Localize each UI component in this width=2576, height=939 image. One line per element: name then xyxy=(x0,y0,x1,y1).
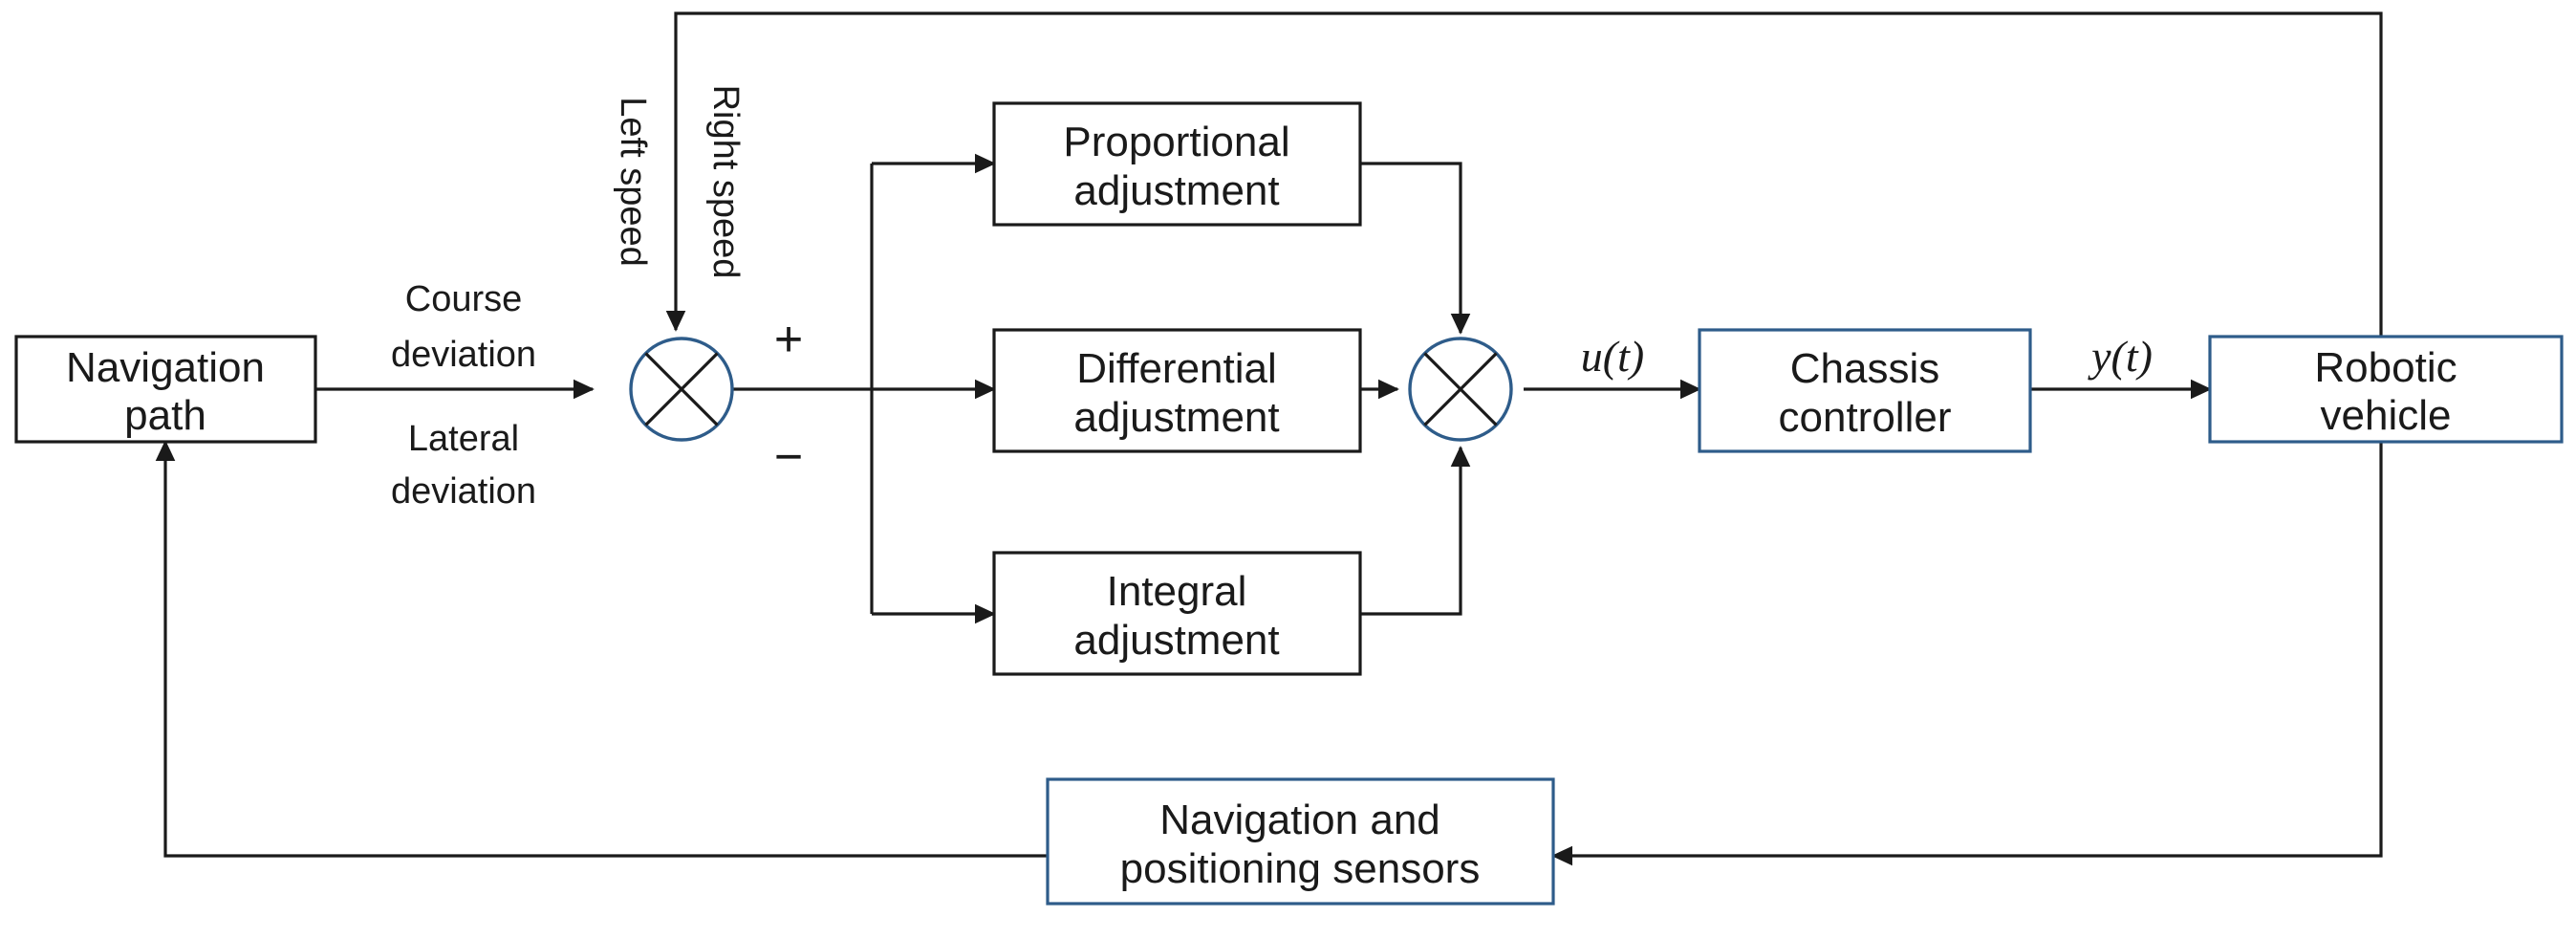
pid-sum-cross xyxy=(1423,352,1498,426)
y-of-t-label: y(t) xyxy=(2088,332,2153,381)
left-speed-label: Left speed xyxy=(613,97,653,266)
sensors-box[interactable] xyxy=(1046,777,1555,906)
wire-vehicle-to-sensors xyxy=(1551,442,2383,866)
wire-integral-to-pidsum xyxy=(1360,446,1471,616)
robotic-vehicle-label-line2: vehicle xyxy=(2321,392,2452,439)
block-proportional-adjustment[interactable]: Proportional adjustment xyxy=(992,101,1362,227)
differential-label-line1: Differential xyxy=(1076,345,1277,392)
wire-proportional-to-pidsum xyxy=(1360,162,1471,335)
chassis-controller-label-line1: Chassis xyxy=(1790,345,1940,392)
chassis-controller-label-line2: controller xyxy=(1779,394,1952,441)
differential-label-line2: adjustment xyxy=(1073,394,1279,441)
course-deviation-label-line1: Course xyxy=(405,279,523,319)
navigation-path-label-line2: path xyxy=(124,392,206,439)
chassis-controller-box[interactable] xyxy=(1698,328,2032,453)
block-differential-adjustment[interactable]: Differential adjustment xyxy=(992,328,1362,453)
integral-label-line1: Integral xyxy=(1107,568,1247,615)
block-navigation-positioning-sensors[interactable]: Navigation and positioning sensors xyxy=(1046,777,1555,906)
integral-label-line2: adjustment xyxy=(1073,617,1279,664)
course-deviation-label-line2: deviation xyxy=(391,335,536,375)
wire-sensors-to-navpath xyxy=(155,440,1048,858)
navigation-path-box[interactable] xyxy=(14,335,317,444)
robotic-vehicle-box[interactable] xyxy=(2208,335,2564,444)
sensors-label-line2: positioning sensors xyxy=(1120,845,1481,892)
block-robotic-vehicle[interactable]: Robotic vehicle xyxy=(2208,335,2564,444)
proportional-adjustment-box[interactable] xyxy=(992,101,1362,227)
proportional-label-line2: adjustment xyxy=(1073,167,1279,214)
right-speed-label: Right speed xyxy=(705,85,746,279)
summing-junction-pid[interactable] xyxy=(1408,337,1513,442)
integral-adjustment-box[interactable] xyxy=(992,551,1362,676)
navigation-path-label-line1: Navigation xyxy=(66,344,265,391)
block-navigation-path[interactable]: Navigation path xyxy=(14,335,317,444)
proportional-label-line1: Proportional xyxy=(1063,119,1289,165)
block-integral-adjustment[interactable]: Integral adjustment xyxy=(992,551,1362,676)
differential-adjustment-box[interactable] xyxy=(992,328,1362,453)
lateral-deviation-label-line2: deviation xyxy=(391,471,536,512)
plus-sign-label: + xyxy=(774,312,803,367)
error-sum-cross xyxy=(644,352,719,426)
u-of-t-label: u(t) xyxy=(1581,332,1644,381)
sensors-label-line1: Navigation and xyxy=(1159,797,1440,843)
block-chassis-controller[interactable]: Chassis controller xyxy=(1698,328,2032,453)
wire-vehicle-to-errorsum-top xyxy=(665,11,2383,337)
robotic-vehicle-label-line1: Robotic xyxy=(2314,344,2457,391)
minus-sign-label: − xyxy=(774,429,803,485)
lateral-deviation-label-line1: Lateral xyxy=(408,419,519,459)
summing-junction-error[interactable] xyxy=(629,337,734,442)
